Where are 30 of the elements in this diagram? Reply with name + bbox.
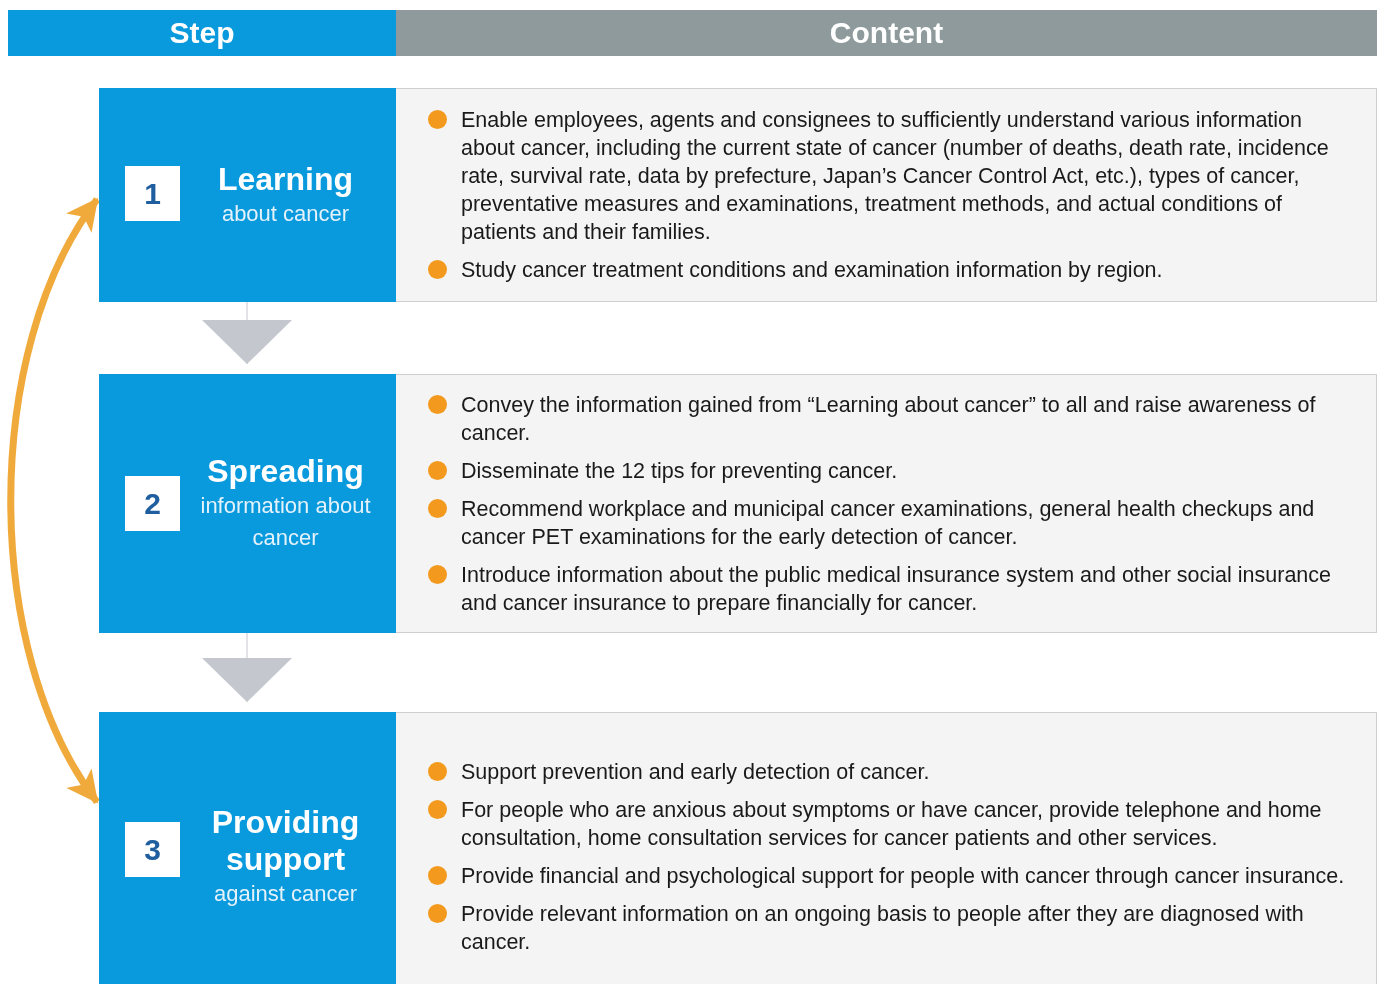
bullet-text: Convey the information gained from “Learning about cancer” to all and raise awareness of cancer.	[461, 391, 1317, 447]
content-box	[396, 712, 1377, 984]
step-box	[99, 712, 396, 984]
column-header: Content	[396, 10, 1377, 56]
bullet-text: Study cancer treatment conditions and examination information by region.	[461, 257, 1163, 284]
step-number: 3	[125, 822, 180, 877]
step-title: Spreading	[207, 453, 364, 490]
down-arrow	[202, 632, 292, 703]
step-number: 2	[125, 476, 180, 531]
bullet-text: Disseminate the 12 tips for preventing cancer.	[461, 457, 898, 485]
step-subtitle: about cancer	[221, 199, 350, 228]
column-header: Step	[8, 10, 396, 56]
down-arrow	[202, 301, 292, 365]
step-box	[99, 88, 396, 302]
content-box	[396, 88, 1377, 302]
step-title: Learning	[217, 160, 354, 198]
bullet-text: Support prevention and early detection of cancer.	[461, 759, 930, 786]
step-number: 1	[125, 166, 180, 221]
step-box	[99, 374, 396, 633]
content-box	[396, 374, 1377, 633]
step-subtitle: against cancer	[213, 880, 358, 908]
curved-arrow	[7, 197, 100, 804]
step-title: Providing support	[210, 804, 361, 878]
bullet-text: Provide financial and psychological support for people with cancer through cancer insurance.	[461, 863, 1345, 890]
bullet-text: Enable employees, agents and consignees to sufficiently understand various information about cancer, including the current state of cancer (number of deaths, death rate, incidence rate, survival rate, data by prefecture, Japan’s Cancer Control Act, etc.), types of cancer, preventative measures and examinations, treatment methods, and actual conditions of patients and their families.	[461, 107, 1330, 246]
bullet-text: Recommend workplace and municipal cancer examinations, general health checkups and cancer PET examinations for the early detection of cancer.	[461, 495, 1316, 551]
step-subtitle: information about cancer	[199, 492, 372, 552]
bullet-text: For people who are anxious about symptoms or have cancer, provide telephone and home consultation, home consultation services for cancer patients and other services.	[461, 797, 1323, 852]
bullet-text: Provide relevant information on an ongoing basis to people after they are diagnosed with cancer.	[461, 901, 1305, 956]
bullet-text: Introduce information about the public medical insurance system and other social insurance and cancer insurance to prepare financially for cancer.	[461, 561, 1333, 617]
